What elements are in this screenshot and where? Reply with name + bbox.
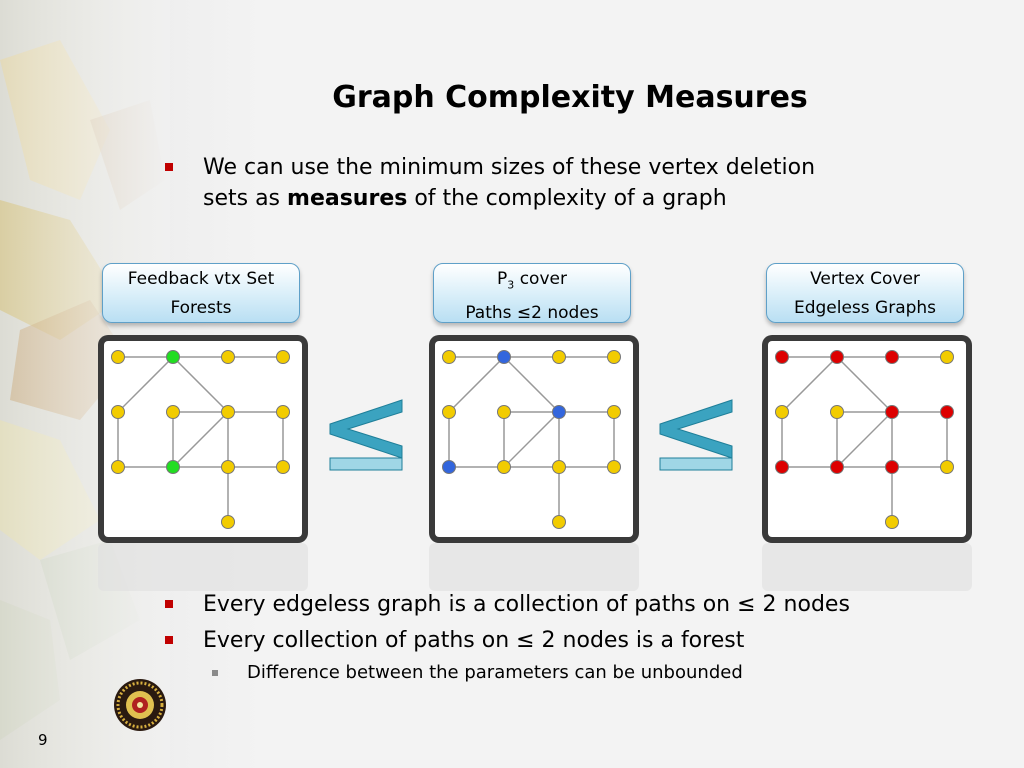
graph-node [830,460,844,474]
sub-bullet-text: Difference between the parameters can be… [247,662,743,683]
graph-node [111,350,125,364]
graph-panel-vertex-cover [762,335,972,591]
intro-line-2: sets as measures of the complexity of a … [203,183,955,214]
graph-node [166,350,180,364]
graph-node [552,460,566,474]
graph-edge [117,356,174,413]
graph-edge [836,356,893,413]
graph-node [830,350,844,364]
panel-canvas [768,341,966,537]
graph-node [885,515,899,529]
graph-edge [448,356,505,413]
graph-node [497,405,511,419]
panel-reflection [762,543,972,591]
graph-node [607,460,621,474]
graph-node [166,460,180,474]
bullet-text: Every collection of paths on ≤ 2 nodes i… [203,628,745,653]
bullet-text: Every edgeless graph is a collection of … [203,592,850,617]
label-p3-cover: P3 cover Paths ≤2 nodes [433,263,631,323]
graph-node [552,515,566,529]
university-seal-icon [114,679,166,731]
bullet-intro: We can use the minimum sizes of these ve… [165,152,955,214]
graph-node [221,515,235,529]
bullet-marker [165,600,173,608]
panel-reflection [429,543,639,591]
bullet-marker [165,636,173,644]
bullet-paths: Every collection of paths on ≤ 2 nodes i… [165,625,955,656]
graph-node [497,460,511,474]
graph-panels [98,335,972,591]
label-p: P [497,269,508,289]
graph-node [775,350,789,364]
graph-panel-p3-cover [429,335,639,591]
label-line-2: Forests [170,298,232,318]
graph-edge [172,356,229,413]
label-line-1: P3 cover [434,265,630,299]
graph-edge [781,356,838,413]
intro-text-post: of the complexity of a graph [407,186,727,211]
slide-number: 9 [38,731,48,749]
panel-reflection [98,543,308,591]
label-cover: cover [514,269,567,289]
graph-edge [172,411,229,468]
graph-node [775,405,789,419]
graph-node [276,350,290,364]
graph-node [221,350,235,364]
graph-node [885,350,899,364]
label-line-2: Edgeless Graphs [793,298,937,318]
intro-text-pre: sets as [203,186,288,211]
graph-node [497,350,511,364]
graph-node [276,405,290,419]
graph-node [221,460,235,474]
label-subscript: 3 [507,278,515,292]
panel-canvas [435,341,633,537]
graph-node [111,460,125,474]
label-line-2: Paths ≤2 nodes [465,303,599,324]
graph-panel-feedback-vertex-set [98,335,308,591]
label-feedback-vertex-set: Feedback vtx Set Forests [102,263,300,323]
graph-node [607,350,621,364]
graph-node [940,350,954,364]
label-line-1: Vertex Cover [810,269,920,289]
graph-edge [836,411,893,468]
panel-canvas [104,341,302,537]
graph-node [276,460,290,474]
graph-node [885,460,899,474]
graph-node [885,405,899,419]
bullet-edgeless: Every edgeless graph is a collection of … [165,589,955,620]
graph-node [552,405,566,419]
graph-node [221,405,235,419]
label-line-1: Feedback vtx Set [127,269,275,289]
graph-node [940,460,954,474]
graph-node [607,405,621,419]
graph-node [166,405,180,419]
sub-bullet-marker [212,670,218,676]
graph-edge [503,411,560,468]
intro-line-1: We can use the minimum sizes of these ve… [203,155,816,180]
label-vertex-cover: Vertex Cover Edgeless Graphs [766,263,964,323]
graph-node [830,405,844,419]
graph-node [442,405,456,419]
graph-edge [503,356,560,413]
sub-bullet-unbounded: Difference between the parameters can be… [212,662,912,683]
graph-node [775,460,789,474]
slide-title: Graph Complexity Measures [332,80,808,115]
bullet-marker [165,163,173,171]
less-or-equal-icon [329,399,403,471]
graph-node [552,350,566,364]
graph-node [940,405,954,419]
graph-node [442,350,456,364]
graph-node [442,460,456,474]
less-or-equal-icon [659,399,733,471]
intro-text-bold: measures [287,186,408,211]
graph-node [111,405,125,419]
